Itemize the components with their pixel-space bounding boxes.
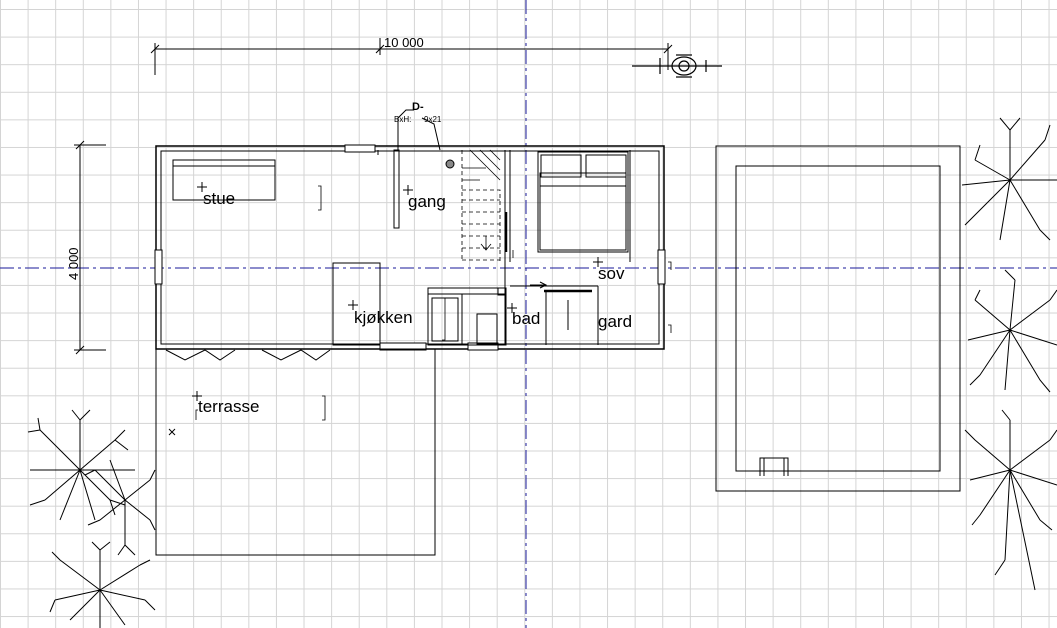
- tree-icon-left-middle: [84, 459, 156, 556]
- tree-icon-right-top: [961, 117, 1057, 241]
- double-bed[interactable]: [537, 151, 629, 253]
- door-tag-id: D-: [412, 101, 424, 113]
- stair-post-icon: [445, 159, 455, 169]
- depth-dimension[interactable]: [74, 140, 106, 355]
- interior-walls: [377, 149, 631, 345]
- tree-icon-right-middle: [967, 269, 1057, 393]
- windows: [154, 144, 666, 351]
- depth-dimension-label: 4 000: [66, 247, 81, 280]
- pool[interactable]: [715, 145, 961, 492]
- tree-icon-left-top: [27, 409, 135, 521]
- room-label-gang[interactable]: gang: [408, 192, 446, 211]
- room-markers: [168, 182, 603, 436]
- kitchen-fixtures[interactable]: [332, 262, 507, 346]
- door-size-value: 9x21: [424, 115, 442, 124]
- room-label-sov[interactable]: sov: [598, 264, 625, 283]
- bicycle-icon[interactable]: [632, 54, 722, 78]
- terrace[interactable]: [155, 348, 436, 556]
- room-label-kjokken[interactable]: kjøkken: [354, 308, 413, 327]
- room-label-terrasse[interactable]: terrasse: [198, 397, 259, 416]
- room-label-stue[interactable]: stue: [203, 189, 235, 208]
- tree-icon-right-bottom: [964, 409, 1057, 591]
- tree-icon-left-bottom: [49, 541, 156, 628]
- label-brackets: [195, 185, 672, 421]
- tree-icons: [27, 117, 1057, 628]
- door-size-label: BxH:: [394, 115, 411, 124]
- staircase[interactable]: [461, 149, 506, 262]
- door-tag[interactable]: D- BxH: 9x21: [394, 101, 442, 151]
- room-label-bad[interactable]: bad: [512, 309, 540, 328]
- width-dimension-label: 10 000: [384, 35, 424, 50]
- room-label-gard[interactable]: gard: [598, 312, 632, 331]
- sofa[interactable]: [172, 159, 276, 201]
- bath-fixtures[interactable]: [530, 281, 592, 330]
